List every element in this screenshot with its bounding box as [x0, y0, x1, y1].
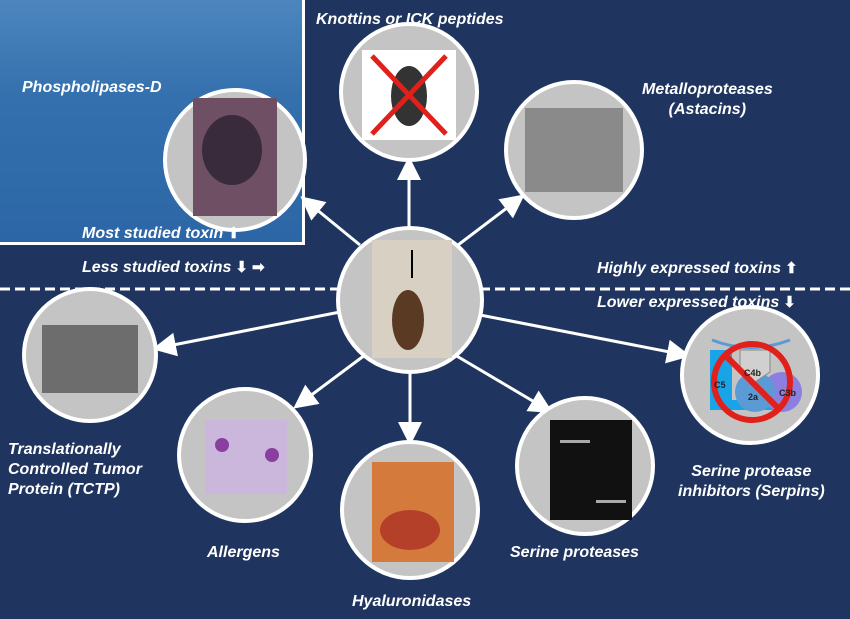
- legend-highly-expressed: Highly expressed toxins⬆: [597, 259, 798, 279]
- arrow-up-icon: ⬆: [785, 260, 798, 277]
- arrow-to-phospholipases: [300, 196, 361, 247]
- arrow-down-icon: ⬇: [783, 294, 796, 311]
- c4b-label: C4b: [744, 368, 762, 378]
- legend-less-studied: Less studied toxins⬇➡: [82, 258, 265, 278]
- label-tctp-line3: Protein (TCTP): [8, 481, 120, 498]
- complement-inhibition-image: C4b C5 2a C3b: [710, 338, 802, 423]
- legend-less-studied-text: Less studied toxins: [82, 259, 232, 276]
- cell-micrograph-image: [525, 108, 623, 192]
- label-serpins-line1: Serine protease: [691, 463, 812, 480]
- label-metalloproteases: Metalloproteases (Astacins): [642, 80, 773, 120]
- arrow-down-icon: ⬇: [235, 259, 248, 276]
- legend-most-studied: Most studied toxin⬆: [82, 224, 240, 244]
- label-metalloproteases-line2: (Astacins): [668, 101, 747, 118]
- label-serine-proteases: Serine proteases: [510, 544, 639, 561]
- electron-micrograph-image: [42, 325, 138, 393]
- label-hyaluronidases: Hyaluronidases: [352, 593, 472, 610]
- legend-most-studied-text: Most studied toxin: [82, 225, 224, 242]
- label-allergens: Allergens: [207, 544, 280, 561]
- arrow-to-serine-proteases: [454, 353, 554, 414]
- c2a-label: 2a: [748, 392, 759, 402]
- legend-lower-expressed-text: Lower expressed toxins: [597, 294, 780, 311]
- legend-highly-expressed-text: Highly expressed toxins: [597, 260, 782, 277]
- gel-image: [550, 420, 632, 520]
- label-tctp: Translationally Controlled Tumor Protein…: [8, 440, 142, 500]
- label-tctp-line1: Translationally: [8, 441, 121, 458]
- c5-label: C5: [714, 380, 726, 390]
- arrow-to-metalloproteases: [457, 194, 525, 247]
- label-serpins: Serine protease inhibitors (Serpins): [678, 462, 825, 502]
- label-knottins: Knottins or ICK peptides: [316, 11, 504, 28]
- legend-lower-expressed: Lower expressed toxins⬇: [597, 293, 796, 313]
- label-tctp-line2: Controlled Tumor: [8, 461, 142, 478]
- label-phospholipases: Phospholipases-D: [22, 79, 162, 96]
- arrow-up-icon: ⬆: [227, 225, 240, 242]
- label-metalloproteases-line1: Metalloproteases: [642, 81, 773, 98]
- arrow-to-serpins: [479, 313, 691, 364]
- c3b-label: C3b: [779, 388, 797, 398]
- label-serpins-line2: inhibitors (Serpins): [678, 483, 825, 500]
- arrow-to-tctp: [152, 310, 341, 357]
- arrow-right-icon: ➡: [251, 259, 265, 276]
- arrow-to-allergens: [293, 353, 366, 409]
